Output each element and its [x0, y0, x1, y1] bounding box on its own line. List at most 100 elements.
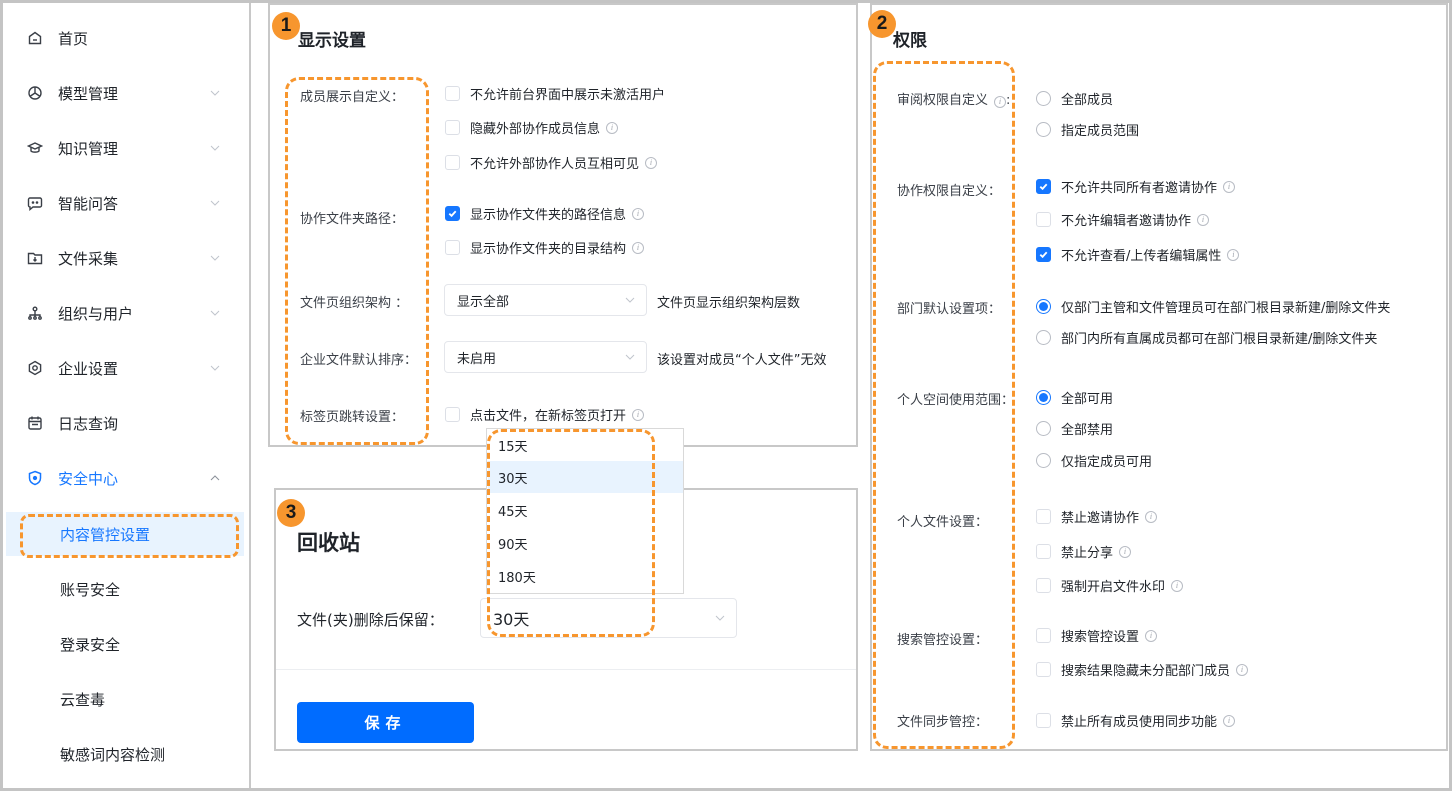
checkbox-force-watermark[interactable]: 强制开启文件水印 i [1036, 576, 1184, 595]
checkbox-disable-sync[interactable]: 禁止所有成员使用同步功能 i [1036, 711, 1236, 730]
personal-space-label: 个人空间使用范围： [897, 393, 1015, 408]
radio[interactable] [1036, 91, 1051, 106]
checkbox[interactable] [445, 240, 460, 255]
sidebar-item-security-center[interactable]: 安全中心 [3, 458, 251, 498]
info-icon[interactable]: i [1171, 579, 1184, 592]
info-icon[interactable]: i [632, 241, 645, 254]
folder-download-icon [27, 250, 43, 266]
checkbox-search-control[interactable]: 搜索管控设置 i [1036, 626, 1158, 645]
model-icon [27, 85, 43, 101]
checkbox-external-invisible[interactable]: 不允许外部协作人员互相可见 i [445, 153, 658, 172]
radio-review-all-members[interactable]: 全部成员 [1036, 89, 1113, 108]
chevron-down-icon [210, 200, 220, 206]
checkbox[interactable] [445, 86, 460, 101]
annotation-badge-1: 1 [272, 12, 300, 40]
radio[interactable] [1036, 122, 1051, 137]
sidebar-item-home[interactable]: 首页 [3, 18, 251, 58]
dropdown-option-15d[interactable]: 15天 [498, 439, 528, 455]
checkbox[interactable] [445, 120, 460, 135]
sidebar-item-smart-qa[interactable]: 智能问答 [3, 183, 251, 223]
checkbox-hide-external-collaborators[interactable]: 隐藏外部协作成员信息 i [445, 118, 619, 137]
file-page-org-select[interactable]: 显示全部 [444, 284, 647, 316]
radio-dept-all-members[interactable]: 部门内所有直属成员都可在部门根目录新建/删除文件夹 [1036, 328, 1377, 347]
info-icon[interactable]: i [1227, 248, 1240, 261]
sidebar-subitem-cloud-antivirus[interactable]: 云查毒 [60, 690, 106, 709]
info-icon[interactable]: i [1197, 213, 1210, 226]
checkbox-no-coowner-invite[interactable]: 不允许共同所有者邀请协作 i [1036, 177, 1236, 196]
info-icon[interactable]: i [1223, 714, 1236, 727]
dropdown-option-45d[interactable]: 45天 [498, 504, 528, 520]
save-button[interactable]: 保存 [297, 702, 474, 743]
info-icon[interactable]: i [1223, 180, 1236, 193]
checkbox[interactable] [1036, 713, 1051, 728]
radio[interactable] [1036, 421, 1051, 436]
info-icon[interactable]: i [645, 156, 658, 169]
permissions-title: 权限 [893, 31, 927, 51]
default-sort-label: 企业文件默认排序： [300, 353, 418, 368]
sidebar-item-file-collection[interactable]: 文件采集 [3, 238, 251, 278]
checkbox-no-invite-collab[interactable]: 禁止邀请协作 i [1036, 507, 1158, 526]
graduation-cap-icon [27, 140, 43, 156]
sidebar-subitem-login-security[interactable]: 登录安全 [60, 635, 121, 654]
checkbox[interactable] [1036, 662, 1051, 677]
checkbox-no-viewer-edit-props[interactable]: 不允许查看/上传者编辑属性 i [1036, 245, 1240, 264]
checkbox-hide-unassigned-members[interactable]: 搜索结果隐藏未分配部门成员 i [1036, 660, 1249, 679]
annotation-badge-2: 2 [868, 10, 896, 38]
info-icon[interactable]: i [632, 207, 645, 220]
sidebar-item-org-users[interactable]: 组织与用户 [3, 293, 251, 333]
checkbox-show-folder-path[interactable]: 显示协作文件夹的路径信息 i [445, 204, 645, 223]
checkbox-no-editor-invite[interactable]: 不允许编辑者邀请协作 i [1036, 210, 1210, 229]
sidebar-subitem-sensitive-words[interactable]: 敏感词内容检测 [60, 745, 166, 764]
checkbox-checked[interactable] [1036, 179, 1051, 194]
info-icon[interactable]: i [1145, 629, 1158, 642]
sidebar-item-knowledge-management[interactable]: 知识管理 [3, 128, 251, 168]
checkbox[interactable] [445, 407, 460, 422]
sidebar-item-enterprise-settings[interactable]: 企业设置 [3, 348, 251, 388]
radio-selected[interactable] [1036, 299, 1051, 314]
search-control-label: 搜索管控设置： [897, 633, 989, 648]
chevron-down-icon [210, 310, 220, 316]
checkbox-show-folder-structure[interactable]: 显示协作文件夹的目录结构 i [445, 238, 645, 257]
radio[interactable] [1036, 453, 1051, 468]
checkbox-checked[interactable] [1036, 247, 1051, 262]
permissions-panel [870, 3, 1448, 751]
radio-space-all-enabled[interactable]: 全部可用 [1036, 388, 1113, 407]
checkbox[interactable] [445, 155, 460, 170]
dropdown-option-30d[interactable]: 30天 [488, 461, 683, 493]
sidebar-subitem-content-control[interactable]: 内容管控设置 [6, 512, 244, 556]
checkbox[interactable] [1036, 509, 1051, 524]
checkbox[interactable] [1036, 544, 1051, 559]
org-tree-icon [27, 305, 43, 321]
radio-space-specified[interactable]: 仅指定成员可用 [1036, 451, 1152, 470]
radio-selected[interactable] [1036, 390, 1051, 405]
checkbox-hide-inactive-users[interactable]: 不允许前台界面中展示未激活用户 [445, 84, 665, 103]
radio-review-specified-members[interactable]: 指定成员范围 [1036, 120, 1139, 139]
display-settings-title: 显示设置 [298, 31, 366, 51]
radio-dept-manager-only[interactable]: 仅部门主管和文件管理员可在部门根目录新建/删除文件夹 [1036, 297, 1390, 316]
sidebar-subitem-account-security[interactable]: 账号安全 [60, 580, 121, 599]
retention-select[interactable]: 30天 [480, 598, 737, 638]
tab-jump-label: 标签页跳转设置： [300, 410, 405, 425]
info-icon[interactable]: i [606, 121, 619, 134]
dropdown-option-90d[interactable]: 90天 [498, 537, 528, 553]
radio[interactable] [1036, 330, 1051, 345]
checkbox-checked[interactable] [445, 206, 460, 221]
checkbox[interactable] [1036, 628, 1051, 643]
calendar-log-icon [27, 415, 43, 431]
chevron-down-icon [210, 90, 220, 96]
checkbox-no-share[interactable]: 禁止分享 i [1036, 542, 1132, 561]
sidebar-item-model-management[interactable]: 模型管理 [3, 73, 251, 113]
info-icon[interactable]: i [1119, 545, 1132, 558]
dropdown-option-180d[interactable]: 180天 [498, 570, 536, 586]
info-icon[interactable]: i [1236, 663, 1249, 676]
sidebar-item-log-query[interactable]: 日志查询 [3, 403, 251, 443]
checkbox[interactable] [1036, 212, 1051, 227]
checkbox-open-in-new-tab[interactable]: 点击文件，在新标签页打开 i [445, 405, 645, 424]
default-sort-select[interactable]: 未启用 [444, 341, 647, 373]
radio-space-all-disabled[interactable]: 全部禁用 [1036, 419, 1113, 438]
info-icon[interactable]: i [994, 95, 1007, 108]
info-icon[interactable]: i [1145, 510, 1158, 523]
info-icon[interactable]: i [632, 408, 645, 421]
file-page-org-label: 文件页组织架构 ： [300, 296, 409, 311]
checkbox[interactable] [1036, 578, 1051, 593]
